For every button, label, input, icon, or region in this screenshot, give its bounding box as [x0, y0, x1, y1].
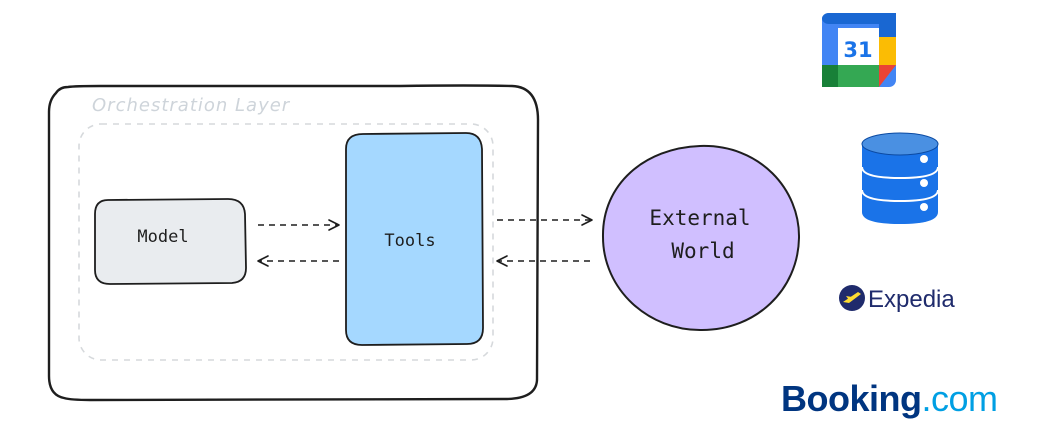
orchestration-layer-label: Orchestration Layer — [92, 95, 291, 116]
tools-label: Tools — [384, 231, 435, 251]
google-calendar-icon: 31 — [822, 13, 896, 87]
booking-wordmark-suffix: .com — [921, 378, 997, 419]
svg-text:Booking.com: Booking.com — [781, 378, 998, 419]
model-node[interactable]: Model — [94, 198, 247, 285]
external-world-label-line2: World — [671, 239, 734, 263]
external-world-node[interactable]: External World — [601, 144, 801, 332]
expedia-wordmark: Expedia — [868, 286, 955, 313]
expedia-logo: Expedia — [839, 285, 955, 313]
database-icon — [861, 132, 939, 224]
booking-logo: Booking.com — [781, 378, 998, 419]
model-label: Model — [137, 227, 188, 247]
orchestration-inner-dashed-box — [78, 123, 494, 361]
calendar-day-number: 31 — [843, 38, 872, 62]
tools-node[interactable]: Tools — [345, 132, 484, 346]
external-world-label-line1: External — [649, 206, 750, 230]
booking-wordmark-main: Booking — [781, 378, 921, 419]
